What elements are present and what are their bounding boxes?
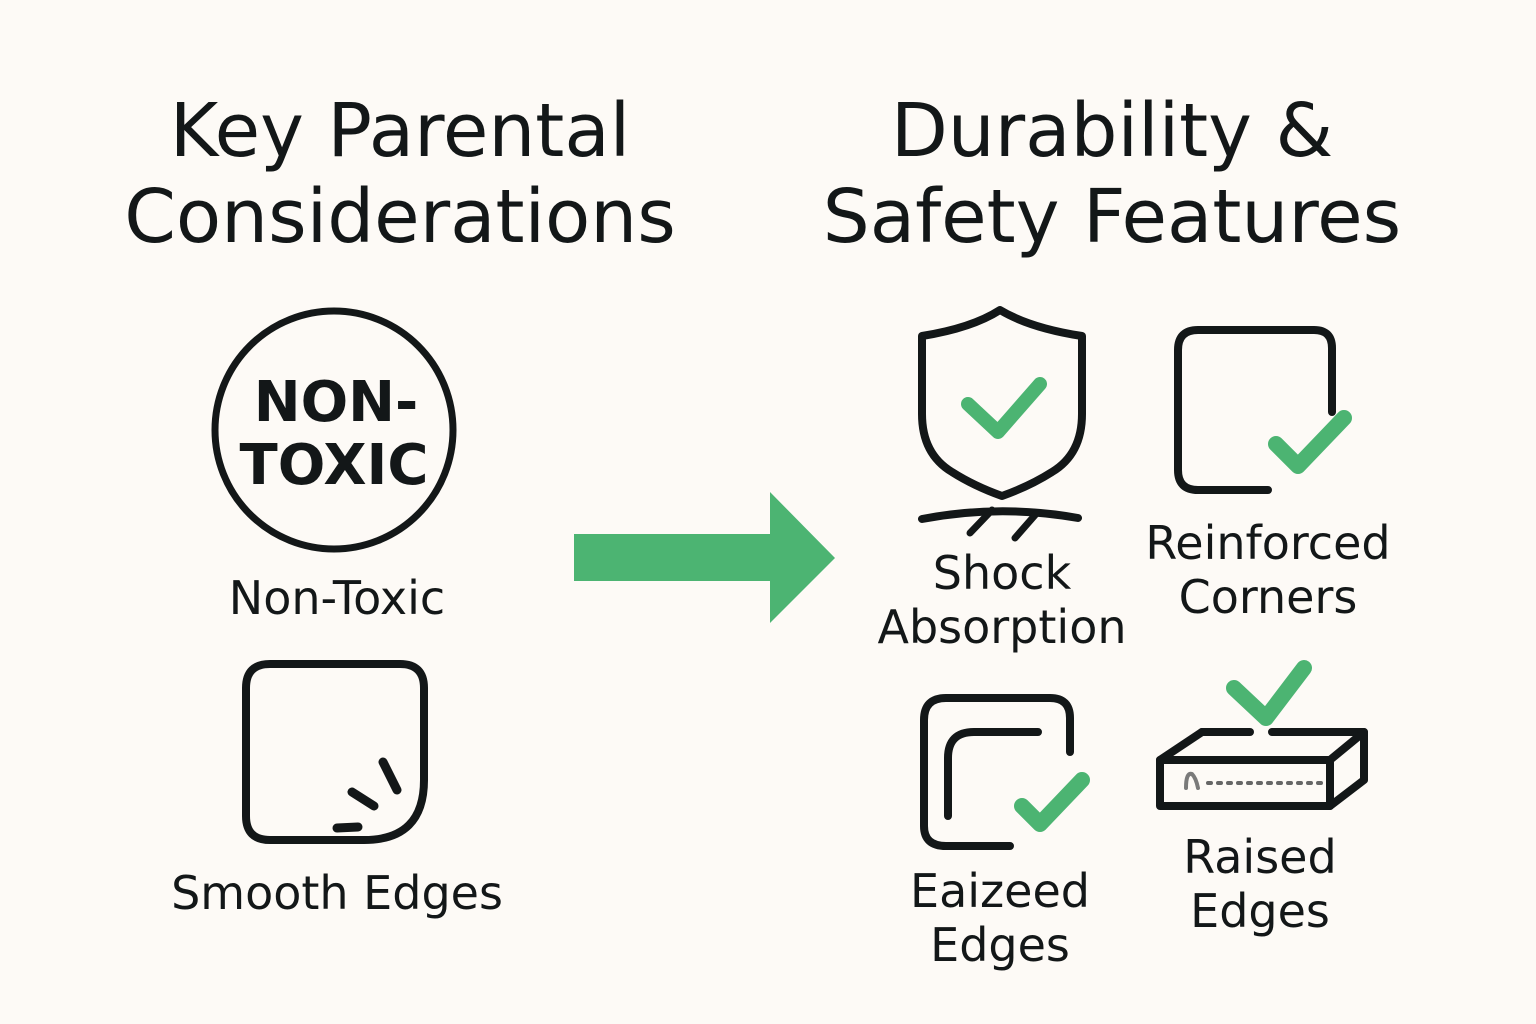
non-toxic-badge-icon: NON- TOXIC (211, 307, 457, 553)
badge-line2: TOXIC (240, 433, 429, 498)
reinforced-label-line2: Corners (1178, 570, 1358, 624)
right-heading-line1: Durability & (890, 88, 1334, 174)
eaizeed-label-line1: Eaizeed (910, 864, 1090, 918)
left-heading-line1: Key Parental (169, 88, 631, 174)
shock-label-line1: Shock (932, 546, 1072, 600)
smooth-edges-label: Smooth Edges (171, 866, 503, 920)
reinforced-corners-label: Reinforced Corners (1118, 516, 1418, 624)
shock-absorption-label: Shock Absorption (852, 546, 1152, 654)
shield-check-icon (918, 306, 1086, 542)
raised-label-line1: Raised (1183, 830, 1337, 884)
left-section-heading: Key Parental Considerations (100, 88, 700, 260)
raised-box-check-icon (1156, 660, 1368, 810)
right-heading-line2: Safety Features (822, 174, 1402, 260)
left-heading-line2: Considerations (124, 174, 676, 260)
reinforced-corner-check-icon (1174, 326, 1352, 494)
eaizeed-label-line2: Edges (930, 918, 1070, 972)
arrow-right-icon (574, 492, 835, 623)
right-section-heading: Durability & Safety Features (812, 88, 1412, 260)
raised-label-line2: Edges (1190, 884, 1330, 938)
shock-label-line2: Absorption (877, 600, 1127, 654)
smooth-edges-icon (242, 660, 428, 844)
raised-edges-label: Raised Edges (1110, 830, 1410, 938)
non-toxic-label: Non-Toxic (228, 571, 446, 625)
rounded-edge-check-icon (920, 694, 1090, 850)
reinforced-label-line1: Reinforced (1145, 516, 1391, 570)
badge-line1: NON- (254, 370, 419, 435)
eaizeed-edges-label: Eaizeed Edges (850, 864, 1150, 972)
